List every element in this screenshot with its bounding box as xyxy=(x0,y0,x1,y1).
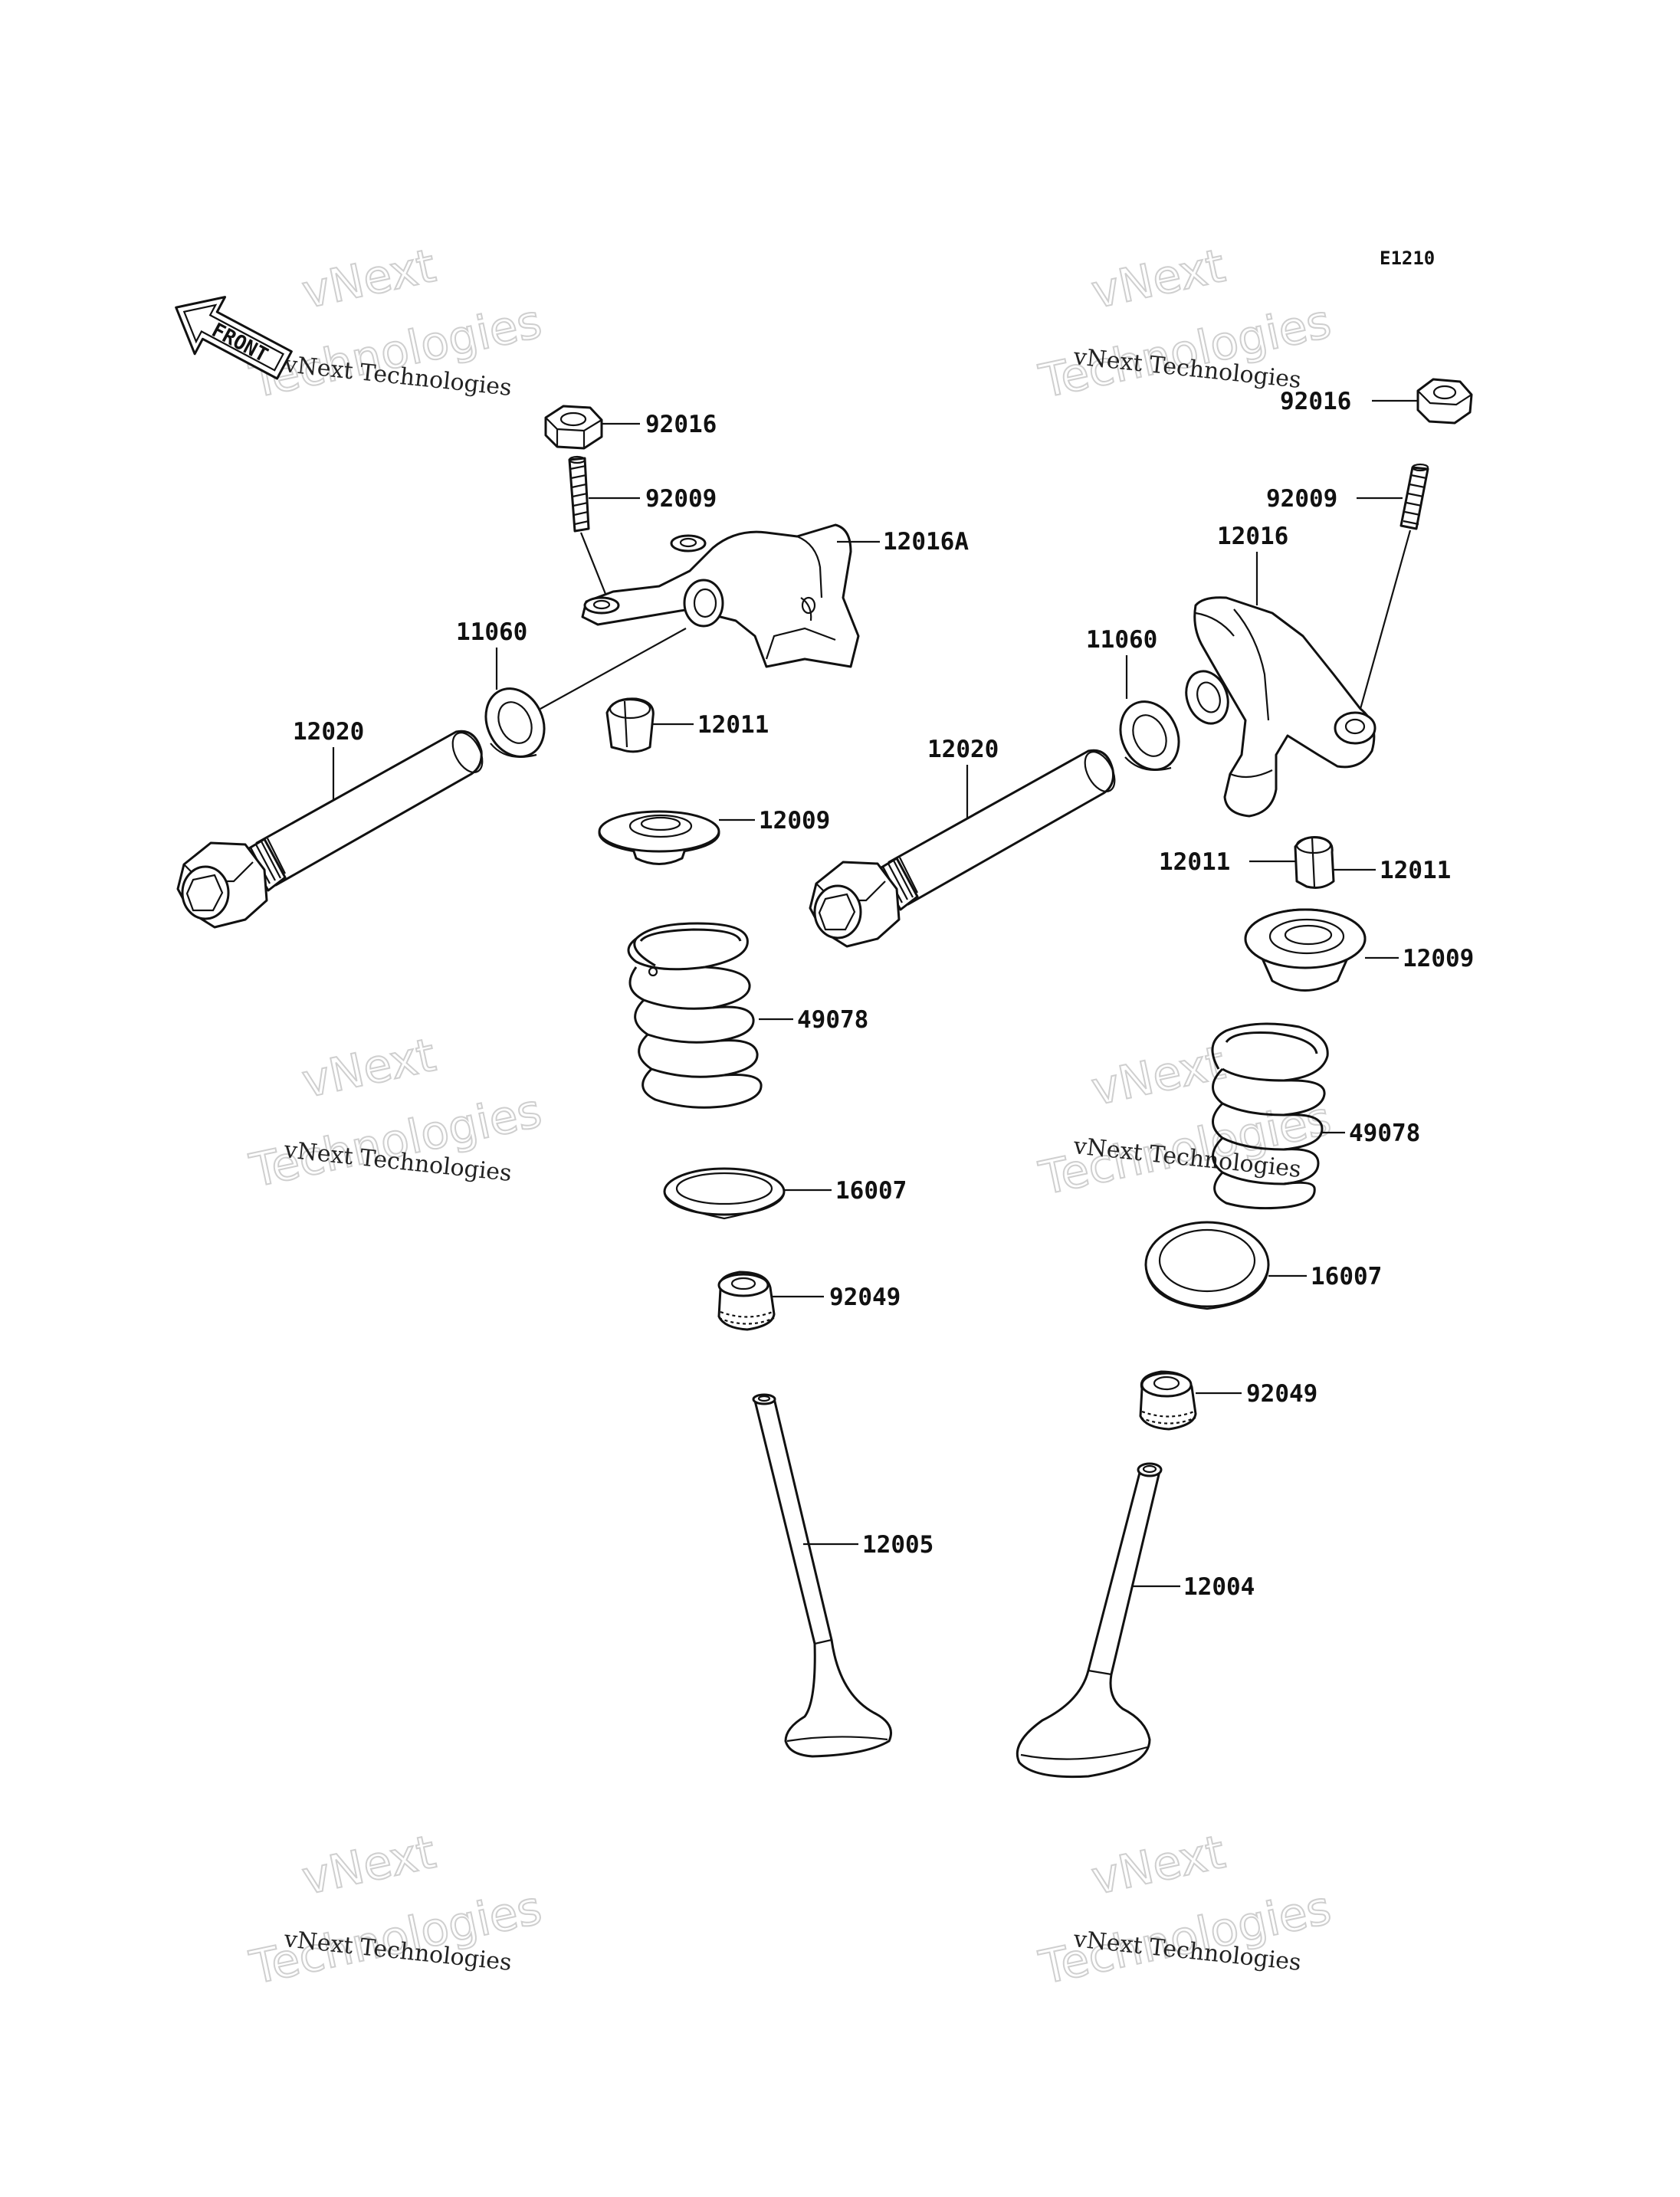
right-nut-label: 92016 xyxy=(1280,388,1351,415)
front-arrow-icon: FRONT xyxy=(175,296,293,380)
left-seal-icon xyxy=(717,1271,776,1331)
right-shaft-label: 12020 xyxy=(927,736,999,763)
left-seat-icon xyxy=(663,1167,786,1220)
left-rocker-arm-icon xyxy=(581,523,860,668)
right-seal-label: 92049 xyxy=(1246,1380,1317,1408)
right-nut-icon xyxy=(1416,378,1473,425)
left-shaft-icon xyxy=(176,730,484,929)
right-valve-label: 12004 xyxy=(1183,1573,1255,1601)
right-retainer-label: 12009 xyxy=(1403,945,1474,972)
watermark-group: vNext Technologies vNext Technologies vN… xyxy=(244,238,1337,1996)
right-cotter-icon xyxy=(1294,836,1335,889)
right-cotter-right-label: 12011 xyxy=(1380,857,1451,884)
left-nut-icon xyxy=(544,405,603,450)
right-spring-icon xyxy=(1211,1022,1329,1210)
left-seat-label: 16007 xyxy=(835,1177,907,1205)
left-stud-label: 92009 xyxy=(645,485,717,513)
right-valve-icon xyxy=(1016,1462,1163,1779)
right-cotter-left-label: 12011 xyxy=(1159,848,1230,876)
watermark-brand-text: vNext xyxy=(1087,1036,1229,1117)
left-washer-label: 11060 xyxy=(456,618,527,646)
left-washer-icon xyxy=(484,687,546,758)
right-washer-label: 11060 xyxy=(1086,626,1157,654)
left-spring-label: 49078 xyxy=(797,1006,868,1034)
right-stud-icon xyxy=(1399,463,1429,530)
right-retainer-icon xyxy=(1244,908,1367,992)
left-assembly: 92016 92009 12016A xyxy=(176,405,969,1758)
leader-line xyxy=(579,532,609,598)
left-valve-label: 12005 xyxy=(862,1531,934,1559)
watermark-brand-text: vNext xyxy=(297,239,440,320)
left-retainer-icon xyxy=(598,810,720,865)
left-seal-label: 92049 xyxy=(829,1284,901,1311)
left-nut-label: 92016 xyxy=(645,411,717,438)
watermark-brand-text: vNext xyxy=(297,1825,440,1906)
left-rocker-arm-label: 12016A xyxy=(883,528,969,556)
leader-line xyxy=(540,628,687,710)
right-seat-icon xyxy=(1144,1221,1270,1310)
right-rocker-arm-label: 12016 xyxy=(1217,523,1288,550)
diagram-code: E1210 xyxy=(1380,248,1435,269)
left-valve-icon xyxy=(752,1393,892,1758)
left-retainer-label: 12009 xyxy=(759,807,830,835)
right-assembly: 92016 92009 12016 1106 xyxy=(809,378,1474,1779)
watermark-brand-text: vNext xyxy=(1087,1825,1229,1906)
right-stud-label: 92009 xyxy=(1266,485,1337,513)
watermark-brand-text: vNext xyxy=(1087,239,1229,320)
left-stud-icon xyxy=(568,455,590,533)
leader-line xyxy=(1359,530,1412,710)
left-adjuster-label: 12011 xyxy=(697,711,769,739)
right-rocker-arm-icon xyxy=(1185,596,1376,818)
right-seal-icon xyxy=(1139,1370,1197,1431)
left-shaft-label: 12020 xyxy=(293,718,364,746)
right-shaft-icon xyxy=(809,749,1116,948)
left-adjuster-icon xyxy=(605,697,655,753)
watermark-brand-text: vNext xyxy=(297,1028,440,1109)
right-washer-icon xyxy=(1119,700,1180,771)
right-spring-label: 49078 xyxy=(1349,1120,1420,1147)
left-spring-icon xyxy=(627,922,763,1109)
right-seat-label: 16007 xyxy=(1311,1263,1382,1290)
